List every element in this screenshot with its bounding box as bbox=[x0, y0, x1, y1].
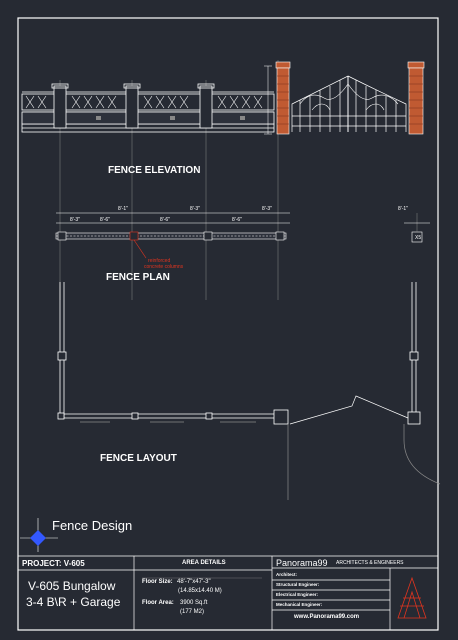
fence-elevation bbox=[21, 60, 279, 300]
role-structural: Structural Engineer: bbox=[276, 582, 320, 587]
title-block bbox=[18, 555, 438, 630]
website-link[interactable]: www.Panorama99.com bbox=[294, 614, 360, 620]
project-label: PROJECT: V-605 bbox=[22, 559, 85, 568]
role-mechanical: Mechanical Engineer: bbox=[276, 602, 323, 607]
project-line1: V-605 Bungalow bbox=[28, 579, 116, 593]
role-electrical: Electrical Engineer: bbox=[276, 592, 319, 597]
role-architect: Architect: bbox=[276, 572, 298, 577]
annotation-line2: concrete columns bbox=[144, 264, 184, 270]
sheet-border bbox=[17, 17, 439, 631]
dim-top-1: 8'-1" bbox=[118, 206, 128, 212]
sheet-heading: Fence Design bbox=[52, 518, 132, 533]
crosshair-icon bbox=[20, 518, 58, 552]
gate-pillar-right bbox=[407, 61, 425, 135]
dim-bottom-1: 8'-3" bbox=[70, 217, 80, 223]
brand-name: Panorama99 bbox=[276, 558, 328, 568]
floor-area-metric: (177 M2) bbox=[180, 609, 205, 615]
floor-size-value: 48'-7"x47'-3" bbox=[177, 579, 211, 585]
column-tag: X5 bbox=[415, 235, 421, 241]
fence-plan-title: FENCE PLAN bbox=[106, 272, 170, 283]
elevation-dimension bbox=[264, 65, 272, 135]
dim-top-2: 8'-3" bbox=[190, 206, 200, 212]
ornate-gate bbox=[291, 75, 407, 132]
dim-bottom-3: 8'-6" bbox=[160, 217, 170, 223]
area-header: AREA DETAILS bbox=[182, 560, 226, 566]
floor-area-value: 3900 Sq.ft bbox=[180, 600, 208, 606]
fence-elevation-title: FENCE ELEVATION bbox=[108, 165, 200, 176]
dim-top-3: 8'-3" bbox=[262, 206, 272, 212]
floor-size-label: Floor Size: bbox=[142, 579, 173, 585]
fence-plan bbox=[55, 212, 430, 259]
dim-top-4: 8'-1" bbox=[398, 206, 408, 212]
fence-layout bbox=[57, 282, 441, 500]
panorama-logo-icon bbox=[397, 576, 427, 619]
plan-dimensions: 8'-1" 8'-3" 8'-3" 8'-1" 8'-3" 8'-6" 8'-6… bbox=[70, 206, 408, 223]
annotation-line1: reinforced bbox=[148, 258, 170, 264]
project-line2: 3-4 B\R + Garage bbox=[26, 595, 121, 609]
dim-bottom-4: 8'-6" bbox=[232, 217, 242, 223]
dim-bottom-2: 8'-6" bbox=[100, 217, 110, 223]
brand-tagline: ARCHITECTS & ENGINEERS bbox=[336, 560, 404, 566]
gate-pillar-left bbox=[275, 61, 291, 135]
floor-area-label: Floor Area: bbox=[142, 600, 174, 606]
floor-size-metric: (14.85x14.40 M) bbox=[178, 588, 222, 594]
fence-layout-title: FENCE LAYOUT bbox=[100, 453, 177, 464]
